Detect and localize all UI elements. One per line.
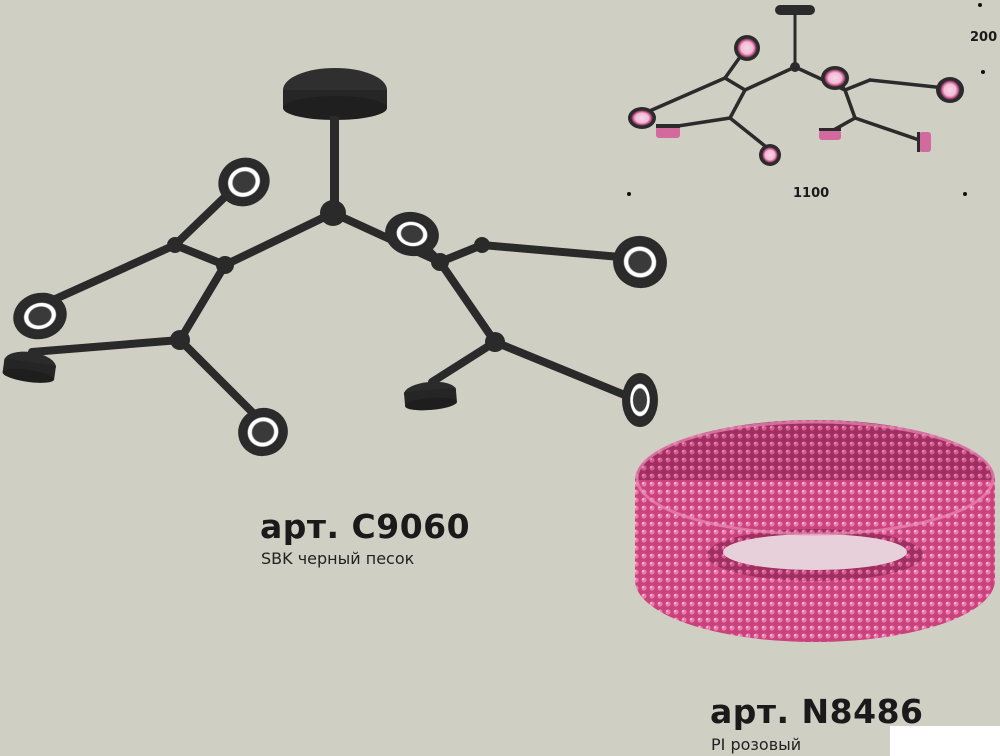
lamp-heads: [2, 157, 667, 457]
preview-chandelier: [628, 5, 964, 166]
dimension-dot-right: [963, 192, 967, 196]
dimension-dot-top: [978, 3, 982, 7]
stem: [330, 116, 339, 212]
accessory-article-finish: PI розовый: [711, 735, 802, 754]
accessory-article-title: арт. N8486: [710, 692, 924, 731]
corner-block: [890, 726, 1000, 756]
main-article-finish: SBK черный песок: [261, 549, 415, 568]
dimension-dot-bottom: [981, 70, 985, 74]
arms: [28, 188, 636, 429]
canopy: [283, 68, 387, 120]
height-dimension-label: 200: [970, 30, 998, 45]
arm-joints: [167, 237, 505, 352]
crystal-ring: [635, 420, 995, 642]
dimension-dot-left: [627, 192, 631, 196]
width-dimension-label: 1100: [793, 186, 830, 201]
main-article-title: арт. C9060: [260, 507, 471, 546]
